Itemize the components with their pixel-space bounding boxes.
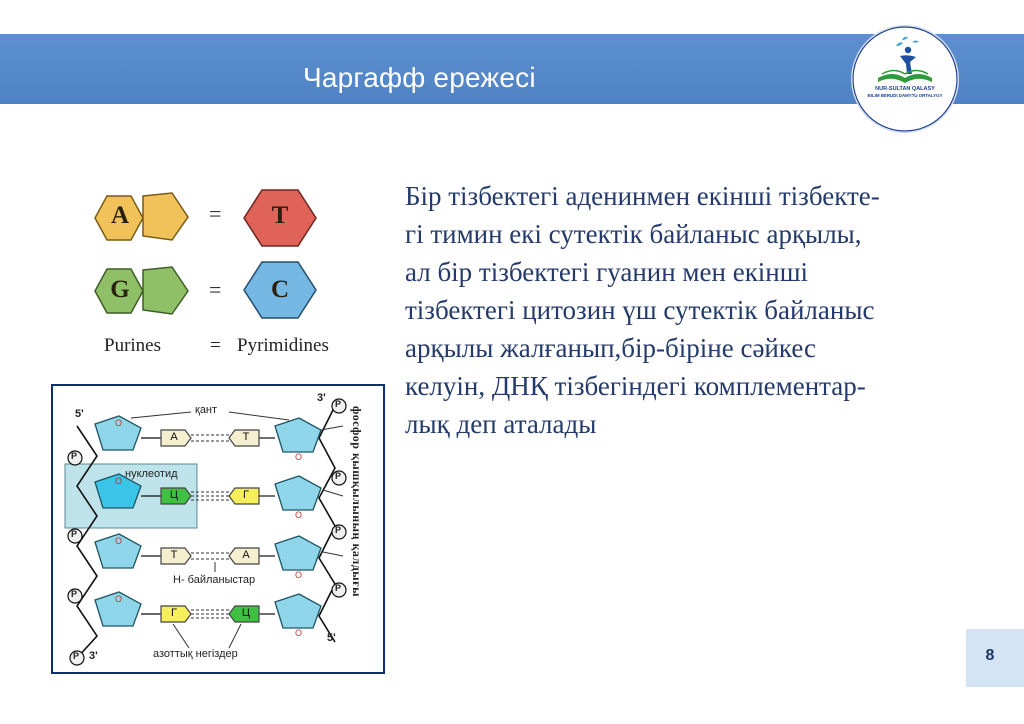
sugar-right-3 bbox=[274, 535, 322, 571]
oxygen-label: O bbox=[115, 418, 123, 428]
label-5prime-top: 5' bbox=[75, 408, 84, 420]
logo-text-line1: NUR-SULTAN QALASY bbox=[875, 86, 935, 92]
pair1-left-base: А bbox=[170, 431, 178, 443]
pair2-right-base: Г bbox=[243, 489, 249, 501]
sugar-left-2 bbox=[94, 473, 142, 509]
guanine-shape bbox=[94, 268, 144, 314]
label-5prime-bottom: 5' bbox=[327, 632, 336, 644]
pair4-right-base: Ц bbox=[241, 607, 251, 619]
oxygen-label: O bbox=[295, 452, 303, 462]
sugar-left-1 bbox=[94, 415, 142, 451]
label-h-bonds: Н- байланыстар bbox=[173, 574, 256, 586]
chargaff-rule-description: Бір тізбектегі аденинмен екінші тізбекте… bbox=[405, 177, 1010, 443]
dna-structure-figure: 5' 3' 3' 5' қант нуклеотид Н- байланыста… bbox=[51, 384, 385, 674]
equals-sign-top: = bbox=[209, 201, 222, 226]
base-right-1 bbox=[228, 429, 260, 447]
base-letter-c: C bbox=[270, 276, 290, 303]
label-phosphate-residue: фосфор қышқылының қалдығы bbox=[350, 406, 364, 597]
body-line: лық деп аталады bbox=[405, 409, 597, 439]
phosphate-symbol: P bbox=[71, 529, 78, 539]
sugar-right-2 bbox=[274, 475, 322, 511]
phosphate-symbol: P bbox=[335, 471, 342, 481]
base-right-4 bbox=[228, 605, 260, 623]
base-left-3 bbox=[160, 547, 192, 565]
adenine-shape bbox=[94, 195, 144, 241]
pair3-right-base: А bbox=[242, 549, 250, 561]
oxygen-label: O bbox=[115, 536, 123, 546]
oxygen-label: O bbox=[115, 594, 123, 604]
label-3prime-bottom: 3' bbox=[89, 650, 98, 662]
page-number: 8 bbox=[985, 647, 995, 664]
sugar-left-3 bbox=[94, 533, 142, 569]
sugar-right-1 bbox=[274, 417, 322, 453]
organization-logo: NUR-SULTAN QALASY BILIM BERUDI DAMYTU OR… bbox=[852, 26, 958, 132]
caption-pyrimidines: Pyrimidines bbox=[237, 335, 329, 356]
sugar-right-4 bbox=[274, 593, 322, 629]
phosphate-symbol: P bbox=[335, 399, 342, 409]
pair4-left-base: Г bbox=[171, 607, 177, 619]
base-left-1 bbox=[160, 429, 192, 447]
base-left-4 bbox=[160, 605, 192, 623]
label-nucleotide: нуклеотид bbox=[125, 468, 178, 480]
phosphate-symbol: P bbox=[71, 451, 78, 461]
oxygen-label: O bbox=[295, 570, 303, 580]
adenine-ring-shape bbox=[142, 192, 189, 241]
logo-emblem-icon bbox=[852, 26, 958, 132]
phosphate-symbol: P bbox=[71, 589, 78, 599]
purines-pyrimidines-figure: A T G C = = Purines = Pyrimidines bbox=[80, 175, 360, 365]
base-letter-t: T bbox=[271, 202, 289, 229]
base-letter-a: A bbox=[110, 202, 130, 229]
caption-equals: = bbox=[210, 335, 221, 356]
guanine-ring-shape bbox=[142, 266, 189, 315]
equals-sign-bottom: = bbox=[209, 277, 222, 302]
label-3prime-top: 3' bbox=[317, 392, 326, 404]
phosphate-symbol: P bbox=[335, 583, 342, 593]
body-line: тізбектегі цитозин үш сутектік байланыс bbox=[405, 295, 875, 325]
body-line: гі тимин екі сутектік байланыс арқылы, bbox=[405, 219, 862, 249]
oxygen-label: O bbox=[295, 628, 303, 638]
body-line: Бір тізбектегі аденинмен екінші тізбекте… bbox=[405, 181, 880, 211]
label-sugar: қант bbox=[195, 404, 218, 416]
oxygen-label: O bbox=[115, 476, 123, 486]
sugar-left-4 bbox=[94, 591, 142, 627]
base-right-2 bbox=[228, 487, 260, 505]
caption-purines: Purines bbox=[104, 335, 161, 356]
base-letter-g: G bbox=[110, 276, 130, 303]
slide-title: Чаргафф ережесі bbox=[303, 62, 536, 93]
label-nitrogen-bases: азоттық негіздер bbox=[153, 648, 238, 660]
base-left-2 bbox=[160, 487, 192, 505]
pair2-left-base: Ц bbox=[169, 489, 179, 501]
body-line: келуін, ДНҚ тізбегіндегі комплементар- bbox=[405, 371, 866, 401]
pair3-left-base: Т bbox=[170, 549, 178, 561]
body-line: арқылы жалғанып,бір-біріне сәйкес bbox=[405, 333, 816, 363]
phosphate-symbol: P bbox=[73, 651, 80, 661]
thymine-shape bbox=[243, 189, 317, 247]
page-number-tab bbox=[966, 629, 1024, 687]
oxygen-label: O bbox=[295, 510, 303, 520]
phosphate-symbol: P bbox=[335, 525, 342, 535]
cytosine-shape bbox=[243, 261, 317, 319]
base-right-3 bbox=[228, 547, 260, 565]
logo-text-line2: BILIM BERUDI DAMYTU ORTALYGY bbox=[867, 93, 943, 98]
pair1-right-base: Т bbox=[242, 431, 250, 443]
body-line: ал бір тізбектегі гуанин мен екінші bbox=[405, 257, 809, 287]
